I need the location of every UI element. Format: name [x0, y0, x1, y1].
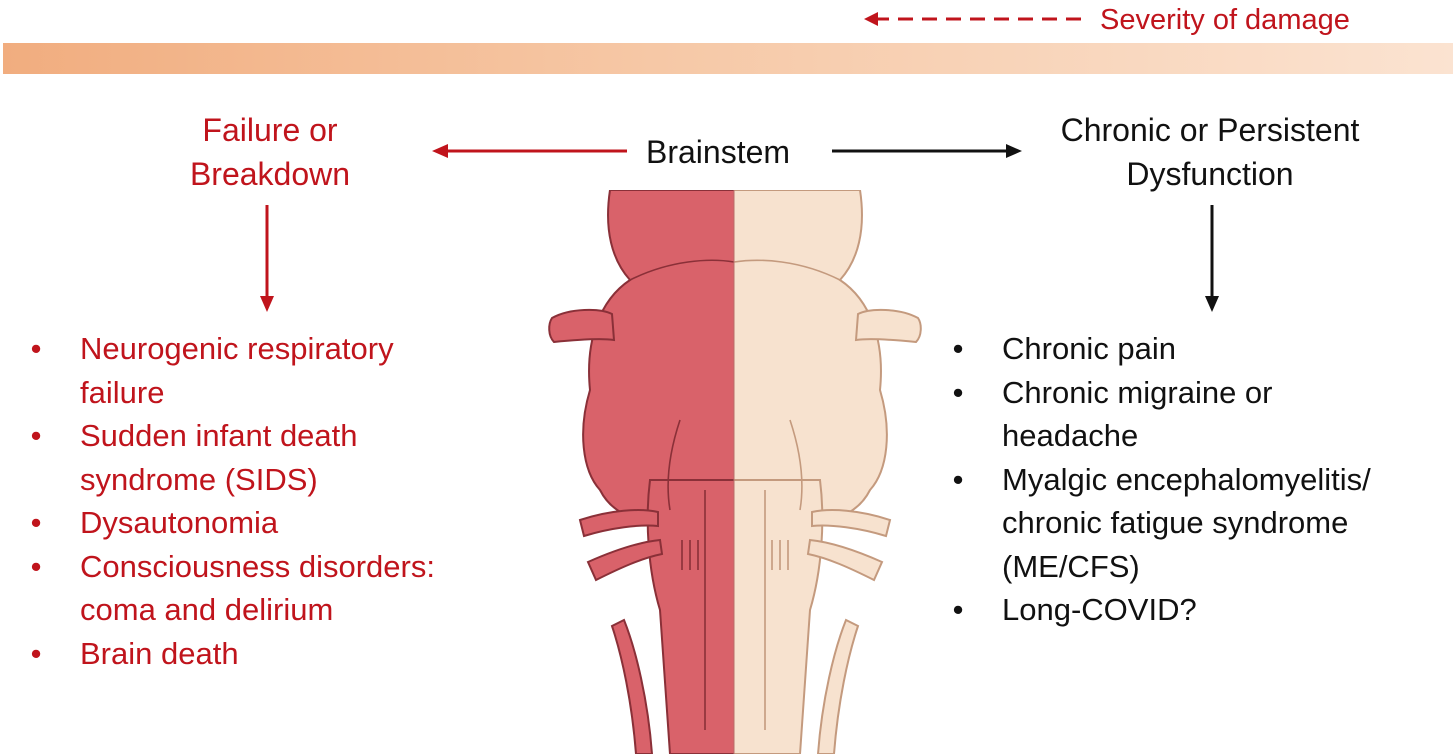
brainstem-label: Brainstem [646, 134, 791, 170]
brainstem-detail-lines [629, 259, 841, 730]
bullet: • [30, 331, 42, 366]
list-item: • Neurogenic respiratory failure [26, 327, 526, 414]
bullet: • [30, 418, 42, 453]
list-item: • Sudden infant death syndrome (SIDS) [26, 414, 526, 501]
bullet: • [30, 505, 42, 540]
list-item: • Consciousness disorders: coma and deli… [26, 545, 526, 632]
dysfunction-heading-line1: Chronic or Persistent [1060, 112, 1360, 148]
bullet: • [952, 331, 964, 366]
failure-heading-line1: Failure or [202, 112, 338, 148]
dysfunction-heading: Chronic or Persistent Dysfunction [1010, 108, 1410, 196]
arrow-to-dysfunction [832, 144, 1022, 158]
dysfunction-heading-line2: Dysfunction [1126, 156, 1294, 192]
dysfunction-list: • Chronic pain • Chronic migraine or hea… [948, 327, 1448, 632]
bullet: • [952, 461, 964, 497]
list-item: • Long-COVID? [948, 588, 1448, 632]
list-item: • Dysautonomia [26, 501, 526, 545]
list-item: • Chronic migraine or headache [948, 371, 1448, 458]
failure-heading: Failure or Breakdown [120, 108, 420, 196]
list-item: • Chronic pain [948, 327, 1448, 371]
bullet: • [952, 374, 964, 410]
arrow-down-failure [260, 205, 274, 312]
failure-list: • Neurogenic respiratory failure • Sudde… [26, 327, 526, 675]
bullet: • [30, 548, 42, 584]
bullet: • [30, 635, 42, 671]
list-item: • Brain death [26, 632, 526, 676]
severity-gradient-bar [3, 43, 1453, 74]
brainstem-illustration [548, 190, 922, 754]
bullet: • [952, 592, 964, 627]
severity-label: Severity of damage [1100, 4, 1350, 36]
severity-arrow [864, 12, 1090, 26]
failure-heading-line2: Breakdown [189, 156, 351, 192]
list-item: • Myalgic encephalomyelitis/ chronic fat… [948, 458, 1448, 589]
arrow-to-failure [432, 144, 627, 158]
arrow-down-dysfunction [1205, 205, 1219, 312]
